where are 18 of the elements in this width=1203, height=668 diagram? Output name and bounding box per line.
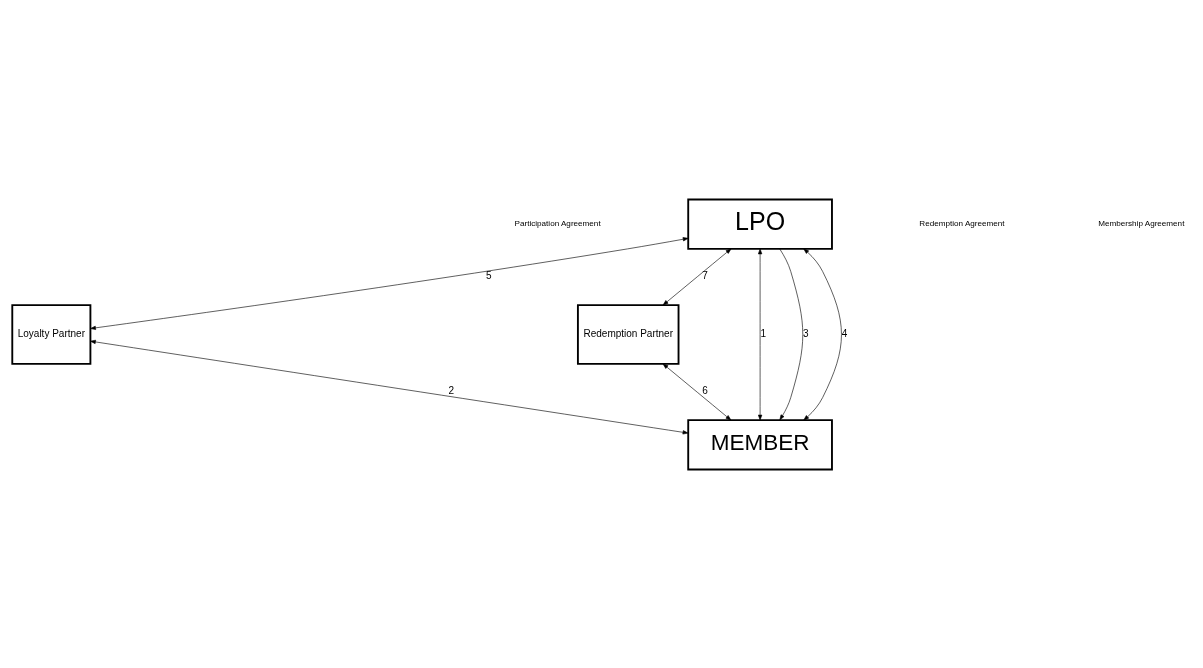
edge-label: 6 xyxy=(702,384,708,396)
node-box: Loyalty Partner xyxy=(11,303,92,365)
edge-label: 3 xyxy=(802,327,809,339)
node-box: MEMBER xyxy=(687,418,833,470)
arrow xyxy=(662,363,732,420)
edge-label: 2 xyxy=(448,384,455,396)
edge-label: 4 xyxy=(841,327,848,339)
arrow xyxy=(803,248,842,420)
arrow xyxy=(90,339,689,434)
arrow xyxy=(758,248,763,420)
edge-label: 7 xyxy=(702,269,708,281)
node-box: LPO xyxy=(687,198,833,250)
node-box: Redemption Partner xyxy=(576,303,680,365)
arrow xyxy=(662,248,732,305)
edge-label: 1 xyxy=(760,327,766,339)
arrow xyxy=(779,248,804,420)
arrow xyxy=(90,236,689,330)
edge-label: 5 xyxy=(486,269,492,281)
